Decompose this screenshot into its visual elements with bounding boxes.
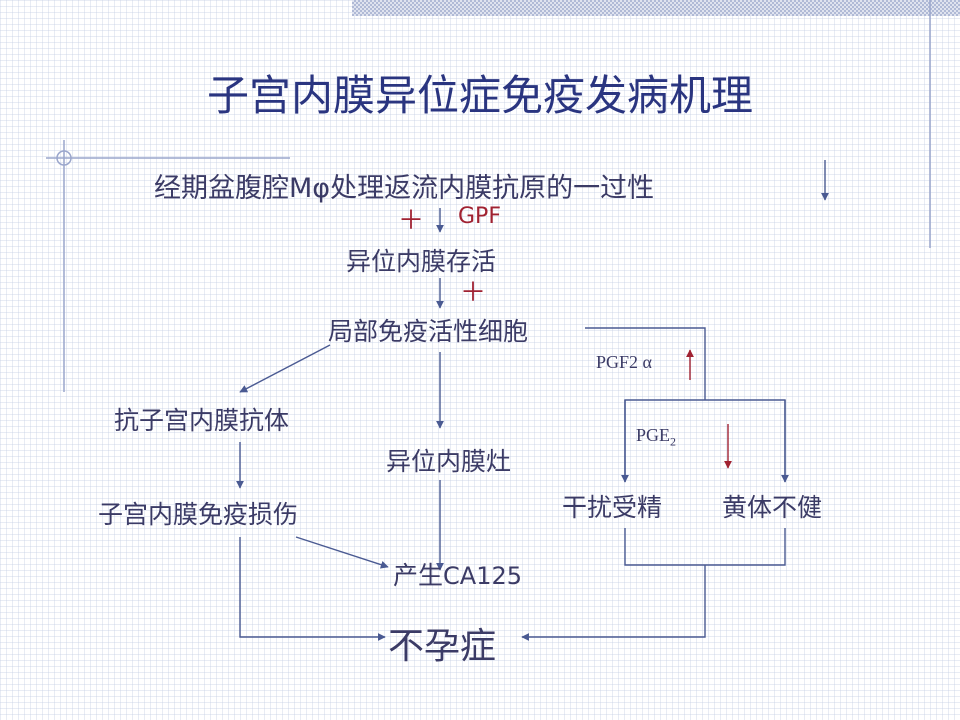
arrow-injury-to-infertility xyxy=(239,537,386,641)
decorative-lines xyxy=(46,0,931,392)
arrow-to-infertility-right xyxy=(521,565,706,641)
node-local-immune-cells: 局部免疫活性细胞 xyxy=(328,317,529,346)
pge2-subscript: 2 xyxy=(670,434,677,449)
page-title: 子宫内膜异位症免疫发病机理 xyxy=(206,71,753,120)
top-prefix-text: 经期盆腹腔 xyxy=(154,173,289,204)
pgf2a-label: PGF2 α xyxy=(596,352,652,372)
plus-sign-1: ＋ xyxy=(398,206,425,236)
arrow-injury-to-ca125 xyxy=(295,536,389,569)
arrow-to-antibody xyxy=(239,344,331,393)
node-ca125: 产生CA125 xyxy=(393,556,522,592)
ca125-text: CA125 xyxy=(443,562,522,590)
connector-local-immune-right xyxy=(585,327,706,400)
node-macrophage-processing: 经期盆腹腔Mφ处理返流内膜抗原的一过性 xyxy=(154,166,654,205)
top-suffix-text: 处理返流内膜抗原的一过性 xyxy=(330,173,655,204)
decor-circle xyxy=(56,150,72,166)
decorative-band xyxy=(352,0,960,16)
connector-bracket-bottom xyxy=(624,528,786,566)
node-ectopic-lesion: 异位内膜灶 xyxy=(386,447,512,476)
plus-sign-2: ＋ xyxy=(460,278,487,308)
node-infertility: 不孕症 xyxy=(388,626,497,667)
node-antibody: 抗子宫内膜抗体 xyxy=(114,406,290,435)
pge2-label: PGE2 xyxy=(636,425,676,450)
node-interfere-fertilization: 干扰受精 xyxy=(562,493,663,522)
mphi-text: Mφ xyxy=(289,173,331,204)
node-immune-injury: 子宫内膜免疫损伤 xyxy=(98,500,299,529)
pge2-text: PGE xyxy=(636,425,671,445)
node-luteal-insufficiency: 黄体不健 xyxy=(722,493,823,522)
gpf-label: GPF xyxy=(458,204,501,229)
node-survive: 异位内膜存活 xyxy=(346,247,497,276)
ca125-prefix: 产生 xyxy=(393,561,444,590)
